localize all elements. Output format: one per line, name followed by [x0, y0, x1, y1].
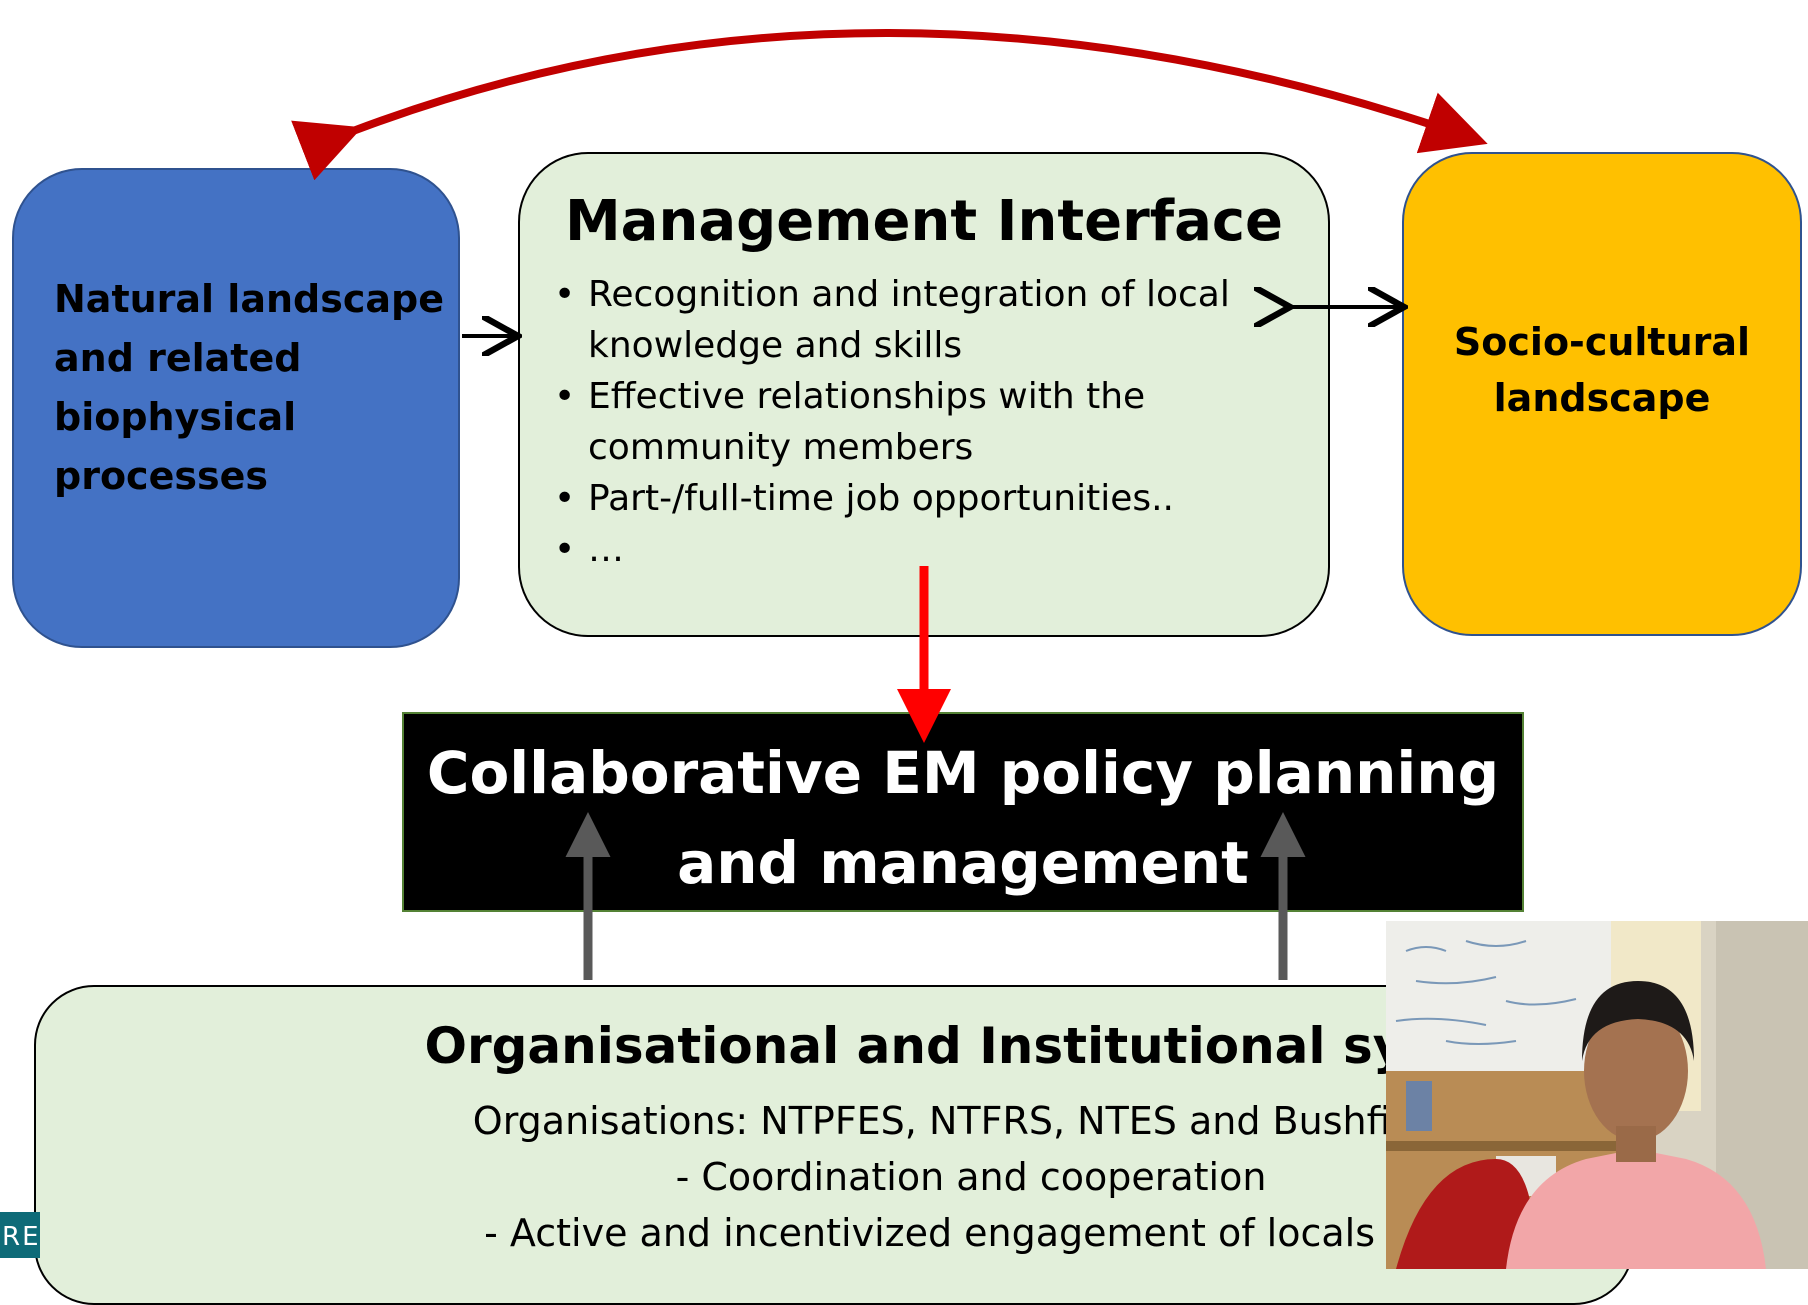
management-bullet-list: Recognition and integration of local kno… [550, 269, 1310, 575]
socio-cultural-box: Socio-cultural landscape [1402, 152, 1802, 636]
natural-landscape-label: Natural landscape and related biophysica… [54, 270, 444, 506]
organisations-line: Organisations: NTPFES, NTFRS, NTES and B… [472, 1099, 1470, 1143]
natural-label-line-3: biophysical [54, 395, 297, 439]
collab-label-line-2: and management [677, 829, 1249, 897]
whiteboard [1386, 921, 1611, 1071]
management-bullet: Recognition and integration of local kno… [550, 269, 1310, 371]
natural-landscape-box: Natural landscape and related biophysica… [12, 168, 460, 648]
red-chair [1396, 1159, 1536, 1269]
natural-label-line-4: processes [54, 454, 268, 498]
socio-label-line-1: Socio-cultural [1453, 320, 1751, 364]
webcam-video-overlay [1386, 921, 1808, 1269]
coordination-line: - Coordination and cooperation [675, 1155, 1267, 1199]
person-face [1584, 1001, 1688, 1141]
natural-label-line-2: and related [54, 336, 302, 380]
collab-label-line-1: Collaborative EM policy planning [426, 739, 1500, 807]
collaborative-planning-label: Collaborative EM policy planning and man… [404, 728, 1522, 908]
socio-cultural-label: Socio-cultural landscape [1404, 314, 1800, 426]
webcam-scene [1386, 921, 1808, 1269]
collaborative-planning-box: Collaborative EM policy planning and man… [402, 712, 1524, 912]
natural-label-line-1: Natural landscape [54, 277, 444, 321]
management-bullet: Part-/full-time job opportunities.. [550, 473, 1310, 524]
logo-text: RE [2, 1222, 41, 1252]
feedback-arrow-curve [291, 29, 1488, 181]
engagement-line: - Active and incentivized engagement of … [484, 1211, 1458, 1255]
logo-strip [0, 1212, 40, 1258]
management-bullet: Effective relationships with the communi… [550, 371, 1310, 473]
management-bullet: … [550, 524, 1310, 575]
person-shirt [1506, 1149, 1766, 1269]
organisational-system-box: Organisational and Institutional syster … [34, 985, 1634, 1305]
organisational-system-title: Organisational and Institutional syster [424, 1017, 1518, 1075]
person-hair [1582, 981, 1694, 1061]
socio-label-line-2: landscape [1493, 376, 1711, 420]
management-interface-title: Management Interface [564, 189, 1284, 254]
management-interface-box: Management Interface Recognition and int… [518, 152, 1330, 637]
